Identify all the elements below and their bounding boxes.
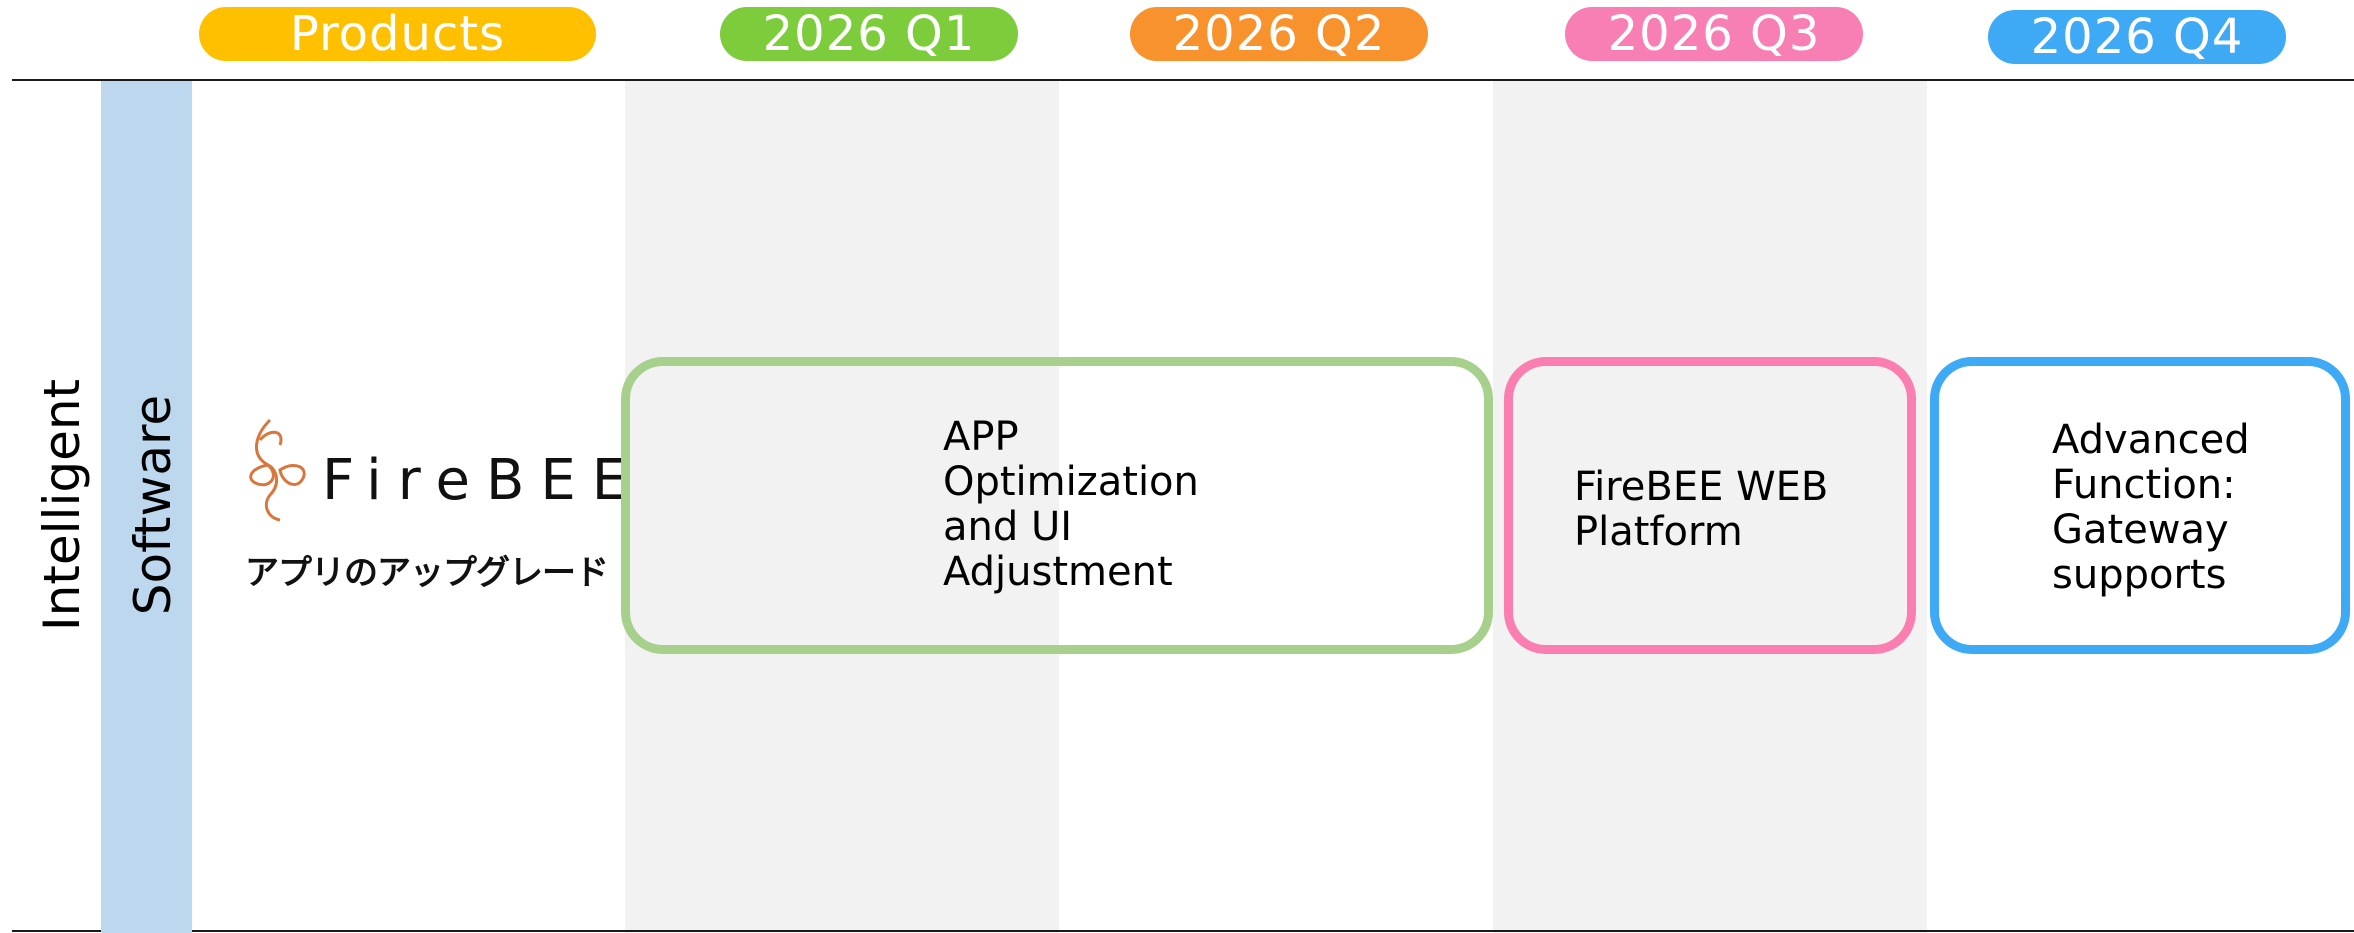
quarter-header-q4: 2026 Q4 [1988, 10, 2286, 64]
category-label: Intelligent [33, 378, 91, 632]
quarter-header-q3: 2026 Q3 [1565, 7, 1863, 61]
q1-q2-item-box [621, 357, 1493, 654]
bottom-divider [12, 930, 2354, 932]
subcategory-label: Software [124, 394, 182, 616]
q1-column-bg [625, 81, 1059, 933]
quarter-header-q1: 2026 Q1 [720, 7, 1018, 61]
q3-item-text: FireBEE WEB Platform [1574, 464, 1829, 555]
subcategory-bar [101, 81, 192, 933]
firebee-wordmark: FireBEE [322, 448, 644, 513]
quarter-header-q2: 2026 Q2 [1130, 7, 1428, 61]
q4-item-text: Advanced Function: Gateway supports [2052, 417, 2250, 598]
firebee-logo: FireBEE [240, 410, 627, 540]
q3-column-bg [1493, 81, 1927, 933]
bee-icon [249, 418, 306, 522]
product-caption: アプリのアップグレード [245, 553, 609, 593]
products-header: Products [199, 7, 596, 61]
q4-item-box [1930, 357, 2350, 654]
q3-item-box [1504, 357, 1916, 654]
q1-q2-item-text: APP Optimization and UI Adjustment [943, 414, 1199, 595]
header-divider [12, 79, 2354, 81]
